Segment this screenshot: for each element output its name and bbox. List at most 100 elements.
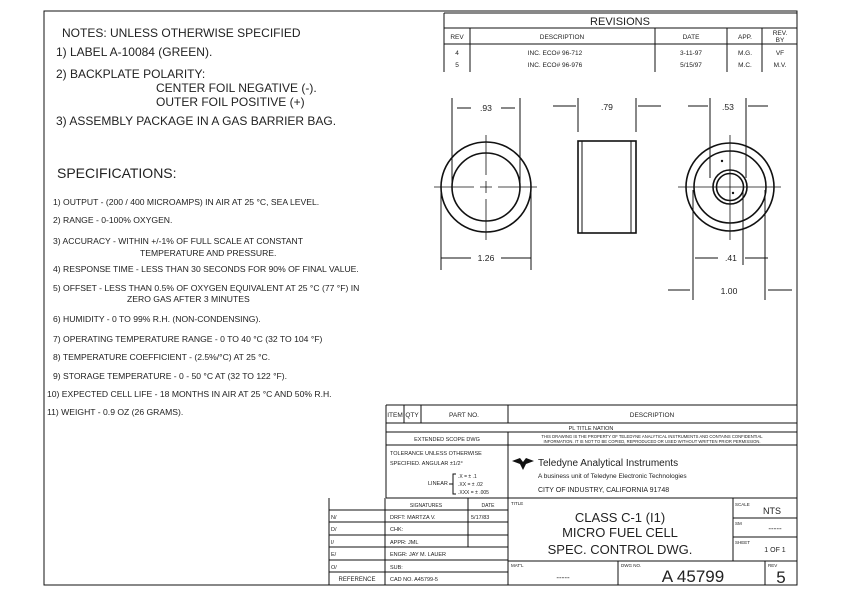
sheet-label: SHEET [735, 540, 750, 545]
note-2b: OUTER FOIL POSITIVE (+) [156, 95, 305, 109]
svg-text:M.V.: M.V. [774, 62, 787, 69]
title-block: ITEM QTY PART NO. DESCRIPTION PL TITLE N… [328, 404, 797, 587]
svg-text:M.G.: M.G. [738, 50, 752, 57]
svg-text:4: 4 [455, 50, 459, 57]
svg-text:I/: I/ [331, 540, 335, 546]
rev-label: REV [768, 563, 777, 568]
spec-6: 6) HUMIDITY - 0 TO 99% R.H. (NON-CONDENS… [53, 314, 261, 324]
spec-5b: ZERO GAS AFTER 3 MINUTES [127, 294, 250, 304]
date-header-sig: DATE [482, 503, 496, 509]
note-1: 1) LABEL A-10084 (GREEN). [56, 45, 212, 59]
company-subtitle: A business unit of Teledyne Electronic T… [538, 473, 687, 480]
svg-text:O/: O/ [331, 565, 337, 571]
spec-8: 8) TEMPERATURE COEFFICIENT - (2.5%/°C) A… [53, 352, 270, 362]
signatures-header: SIGNATURES [410, 503, 443, 509]
tolerance-xx: .XX = ± .02 [458, 482, 483, 488]
dim-side-width: .79 [601, 102, 613, 112]
svg-text:D/: D/ [331, 527, 337, 533]
date-header: DATE [683, 34, 701, 41]
notes-section: NOTES: UNLESS OTHERWISE SPECIFIED 1) LAB… [56, 26, 336, 128]
tolerance-line2: SPECIFIED. ANGULAR ±1/2° [390, 461, 463, 467]
proprietary-notice-2: INFORMATION. IT IS NOT TO BE COPIED, REP… [543, 439, 760, 444]
dim-right-ring: .41 [725, 253, 737, 263]
spec-3: 3) ACCURACY - WITHIN +/-1% OF FULL SCALE… [53, 236, 304, 246]
company-name: Teledyne Analytical Instruments [538, 458, 678, 469]
svg-text:ENGR: JAY M. LAUER: ENGR: JAY M. LAUER [390, 552, 446, 558]
svg-text:5/15/97: 5/15/97 [680, 62, 702, 69]
scale-value: NTS [763, 506, 781, 516]
spec-10: 10) EXPECTED CELL LIFE - 18 MONTHS IN AI… [47, 389, 332, 399]
revision-row: 4 INC. ECO# 96-712 3-11-97 M.G. VF [455, 50, 784, 57]
rev-value: 5 [776, 568, 785, 587]
rev-by-header-2: BY [776, 37, 785, 44]
revisions-table: REVISIONS REV DESCRIPTION DATE APP. REV.… [443, 12, 797, 72]
svg-text:CHK:: CHK: [390, 527, 404, 533]
dim-right-inner: .53 [722, 102, 734, 112]
side-view: .79 [553, 98, 661, 234]
svg-text:APPR: JML: APPR: JML [390, 540, 418, 546]
spec-1: 1) OUTPUT - (200 / 400 MICROAMPS) IN AIR… [53, 197, 319, 207]
spec-4: 4) RESPONSE TIME - LESS THAN 30 SECONDS … [53, 264, 359, 274]
linear-label: LINEAR [428, 481, 448, 487]
pl-title: PL TITLE NATION [569, 426, 614, 432]
app-header: APP. [738, 34, 752, 41]
revision-row: 5 INC. ECO# 96-976 5/15/97 M.C. M.V. [455, 62, 786, 69]
drawing-title-1: CLASS C-1 (I1) [575, 510, 665, 525]
material-value: ----- [556, 573, 570, 582]
back-view: .53 .41 1.00 [668, 98, 792, 300]
revisions-title: REVISIONS [590, 16, 650, 28]
rev-by-header: REV. [773, 30, 788, 37]
drawing-title-2: MICRO FUEL CELL [562, 525, 678, 540]
tolerance-line1: TOLERANCE UNLESS OTHERWISE [390, 451, 482, 457]
company-address: CITY OF INDUSTRY, CALIFORNIA 91748 [538, 487, 669, 494]
extended-scope: EXTENDED SCOPE DWG [414, 437, 480, 443]
svg-text:5: 5 [455, 62, 459, 69]
tolerance-x: .X = ± .1 [458, 474, 477, 480]
note-2: 2) BACKPLATE POLARITY: [56, 67, 205, 81]
front-view: .93 1.26 [434, 98, 537, 270]
svg-text:M.C.: M.C. [738, 62, 752, 69]
proprietary-notice: THIS DRAWING IS THE PROPERTY OF TELEDYNE… [541, 434, 763, 439]
spec-11: 11) WEIGHT - 0.9 OZ (26 GRAMS). [47, 407, 183, 417]
note-2a: CENTER FOIL NEGATIVE (-). [156, 81, 317, 95]
spec-3b: TEMPERATURE AND PRESSURE. [140, 248, 276, 258]
svg-text:DRFT: MARTZA V.: DRFT: MARTZA V. [390, 515, 436, 521]
spec-7: 7) OPERATING TEMPERATURE RANGE - 0 TO 40… [53, 334, 323, 344]
spec-9: 9) STORAGE TEMPERATURE - 0 - 50 °C AT (3… [53, 371, 287, 381]
spec-2: 2) RANGE - 0-100% OXYGEN. [53, 215, 172, 225]
parts-description-header: DESCRIPTION [630, 412, 675, 419]
part-no-header: PART NO. [449, 412, 479, 419]
qty-header: QTY [405, 412, 419, 419]
sheet-value: 1 OF 1 [764, 547, 786, 554]
specifications-section: SPECIFICATIONS: 1) OUTPUT - (200 / 400 M… [47, 165, 359, 417]
svg-text:VF: VF [776, 50, 784, 57]
sm-value: ----- [768, 524, 782, 533]
tolerance-xxx: .XXX = ± .005 [458, 490, 489, 496]
dwg-no-label: DWG NO. [621, 563, 641, 568]
sm-label: SM [735, 521, 742, 526]
teledyne-logo-icon [512, 458, 534, 470]
dwg-no-value: A 45799 [662, 567, 724, 586]
svg-text:5/17/83: 5/17/83 [471, 515, 489, 521]
material-label: MAT'L [511, 563, 524, 568]
svg-text:3-11-97: 3-11-97 [680, 50, 702, 57]
title-label: TITLE [511, 501, 523, 506]
cad-number: CAD NO. A45799-5 [390, 577, 438, 583]
svg-text:E/: E/ [331, 552, 337, 558]
description-header: DESCRIPTION [540, 34, 585, 41]
svg-text:INC. ECO# 96-712: INC. ECO# 96-712 [528, 50, 583, 57]
spec-5: 5) OFFSET - LESS THAN 0.5% OF OXYGEN EQU… [53, 283, 359, 293]
dim-right-outer: 1.00 [721, 286, 738, 296]
rev-header: REV [450, 34, 464, 41]
svg-text:INC. ECO# 96-976: INC. ECO# 96-976 [528, 62, 583, 69]
svg-text:SUB:: SUB: [390, 565, 403, 571]
sheet-border [43, 10, 798, 586]
note-3: 3) ASSEMBLY PACKAGE IN A GAS BARRIER BAG… [56, 114, 336, 128]
scale-label: SCALE [735, 502, 750, 507]
notes-title: NOTES: UNLESS OTHERWISE SPECIFIED [62, 26, 301, 40]
drawing-title-3: SPEC. CONTROL DWG. [548, 542, 693, 557]
signature-rows: N/ DRFT: MARTZA V. 5/17/83 D/ CHK: I/ AP… [331, 515, 489, 571]
dim-left-inner: .93 [480, 103, 492, 113]
item-header: ITEM [387, 412, 403, 419]
